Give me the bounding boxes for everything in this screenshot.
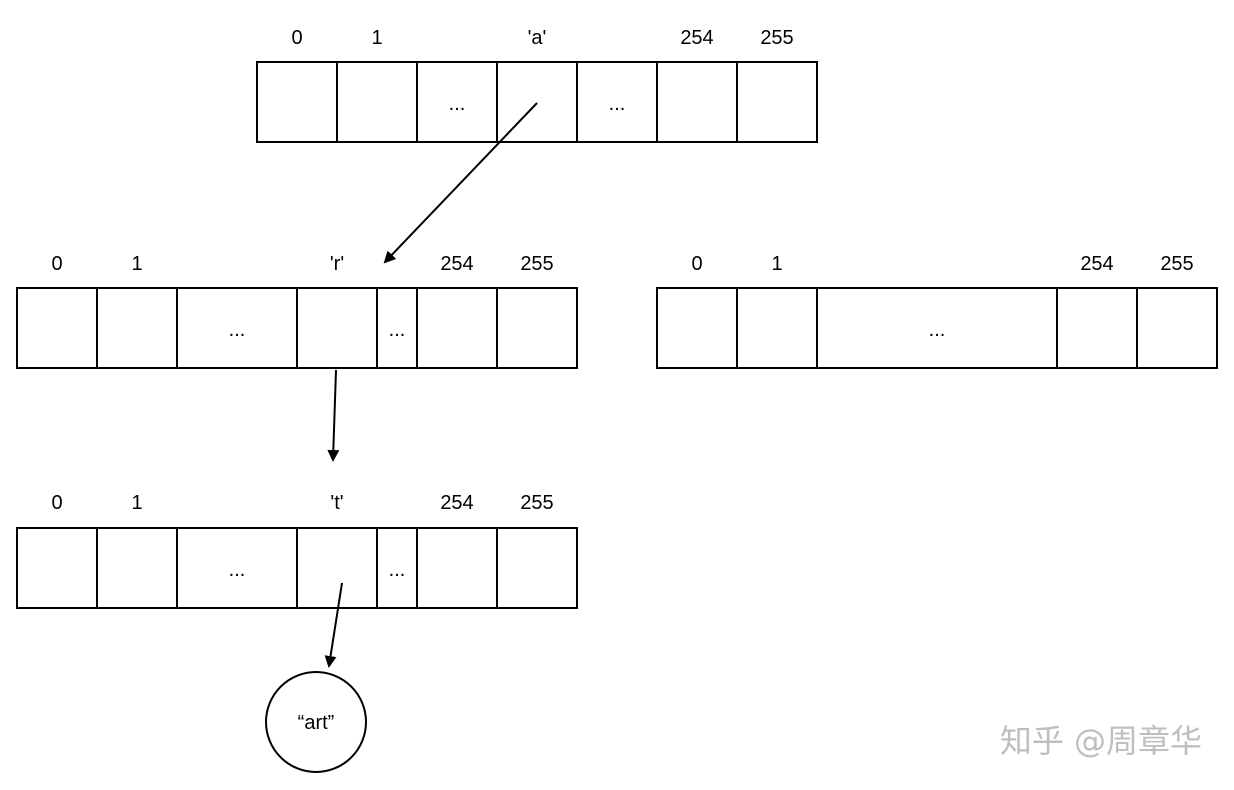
left-cell-ellipsis-1 — [176, 287, 298, 369]
bottom-array: 0 1 't' 254 255 ... ... — [16, 492, 578, 609]
left-label-1: 1 — [131, 253, 142, 275]
bottom-label-0: 0 — [51, 492, 62, 514]
bottom-label-254: 254 — [440, 492, 473, 514]
right-label-255: 255 — [1160, 253, 1193, 275]
arrow-r-to-t — [327, 369, 340, 462]
left-array: 0 1 'r' 254 255 ... ... — [16, 253, 578, 369]
right-ellipsis: ... — [929, 319, 946, 341]
top-label-0: 0 — [291, 27, 302, 49]
bottom-cell-ellipsis-1 — [176, 527, 298, 609]
right-label-254: 254 — [1080, 253, 1113, 275]
left-ellipsis-1: ... — [229, 319, 246, 341]
left-cell-255 — [496, 287, 578, 369]
left-cell-r — [296, 287, 378, 369]
right-cell-1 — [736, 287, 818, 369]
left-cell-0 — [16, 287, 98, 369]
bottom-label-t: 't' — [330, 492, 343, 514]
leaf-circle — [265, 671, 367, 773]
top-cell-0 — [256, 61, 338, 143]
arrow-t-to-leaf — [324, 582, 343, 668]
top-cell-a — [496, 61, 578, 143]
left-label-255: 255 — [520, 253, 553, 275]
arrow-a-to-r — [383, 102, 538, 264]
left-ellipsis-2: ... — [389, 319, 406, 341]
right-cell-0 — [656, 287, 738, 369]
left-label-254: 254 — [440, 253, 473, 275]
leaf-node: “art” — [265, 671, 367, 773]
right-array: 0 1 254 255 ... — [656, 253, 1218, 369]
right-cell-ellipsis — [816, 287, 1058, 369]
right-cell-255 — [1136, 287, 1218, 369]
left-cell-254 — [416, 287, 498, 369]
bottom-ellipsis-1: ... — [229, 559, 246, 581]
top-cell-1 — [336, 61, 418, 143]
top-cell-ellipsis-1 — [416, 61, 498, 143]
top-array: 0 1 'a' 254 255 ... ... — [256, 27, 818, 143]
leaf-text: “art” — [298, 712, 335, 734]
watermark: 知乎 @周章华 — [1000, 722, 1202, 760]
top-label-a: 'a' — [528, 27, 547, 49]
left-label-0: 0 — [51, 253, 62, 275]
bottom-label-255: 255 — [520, 492, 553, 514]
top-ellipsis-1: ... — [449, 93, 466, 115]
right-label-1: 1 — [771, 253, 782, 275]
bottom-cell-1 — [96, 527, 178, 609]
left-label-r: 'r' — [330, 253, 344, 275]
bottom-cell-t — [296, 527, 378, 609]
bottom-ellipsis-2: ... — [389, 559, 406, 581]
top-cell-ellipsis-2 — [576, 61, 658, 143]
right-label-0: 0 — [691, 253, 702, 275]
top-ellipsis-2: ... — [609, 93, 626, 115]
bottom-cell-0 — [16, 527, 98, 609]
bottom-cell-ellipsis-2 — [376, 527, 418, 609]
bottom-label-1: 1 — [131, 492, 142, 514]
top-cell-255 — [736, 61, 818, 143]
top-label-255: 255 — [760, 27, 793, 49]
top-label-254: 254 — [680, 27, 713, 49]
top-label-1: 1 — [371, 27, 382, 49]
left-cell-1 — [96, 287, 178, 369]
top-cell-254 — [656, 61, 738, 143]
bottom-cell-255 — [496, 527, 578, 609]
bottom-cell-254 — [416, 527, 498, 609]
right-cell-254 — [1056, 287, 1138, 369]
